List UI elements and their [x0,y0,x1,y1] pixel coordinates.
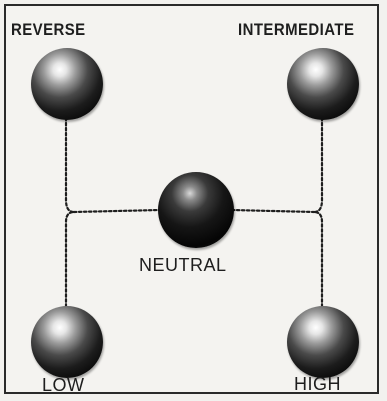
gear-knob-neutral[interactable] [158,172,234,248]
path-reverse-to-low [66,118,74,312]
path-crossgate-left [74,210,160,212]
gear-knob-intermediate[interactable] [287,48,359,120]
gear-knob-high[interactable] [287,306,359,378]
gear-label-high: HIGH [294,374,341,395]
path-intermediate-to-high [314,118,322,312]
gear-knob-reverse[interactable] [31,48,103,120]
gear-label-neutral: NEUTRAL [139,255,227,276]
gear-knob-low[interactable] [31,306,103,378]
path-crossgate-right [232,210,314,212]
gear-label-intermediate: INTERMEDIATE [238,20,354,40]
gear-label-reverse: REVERSE [11,20,86,40]
gear-label-low: LOW [42,375,85,396]
